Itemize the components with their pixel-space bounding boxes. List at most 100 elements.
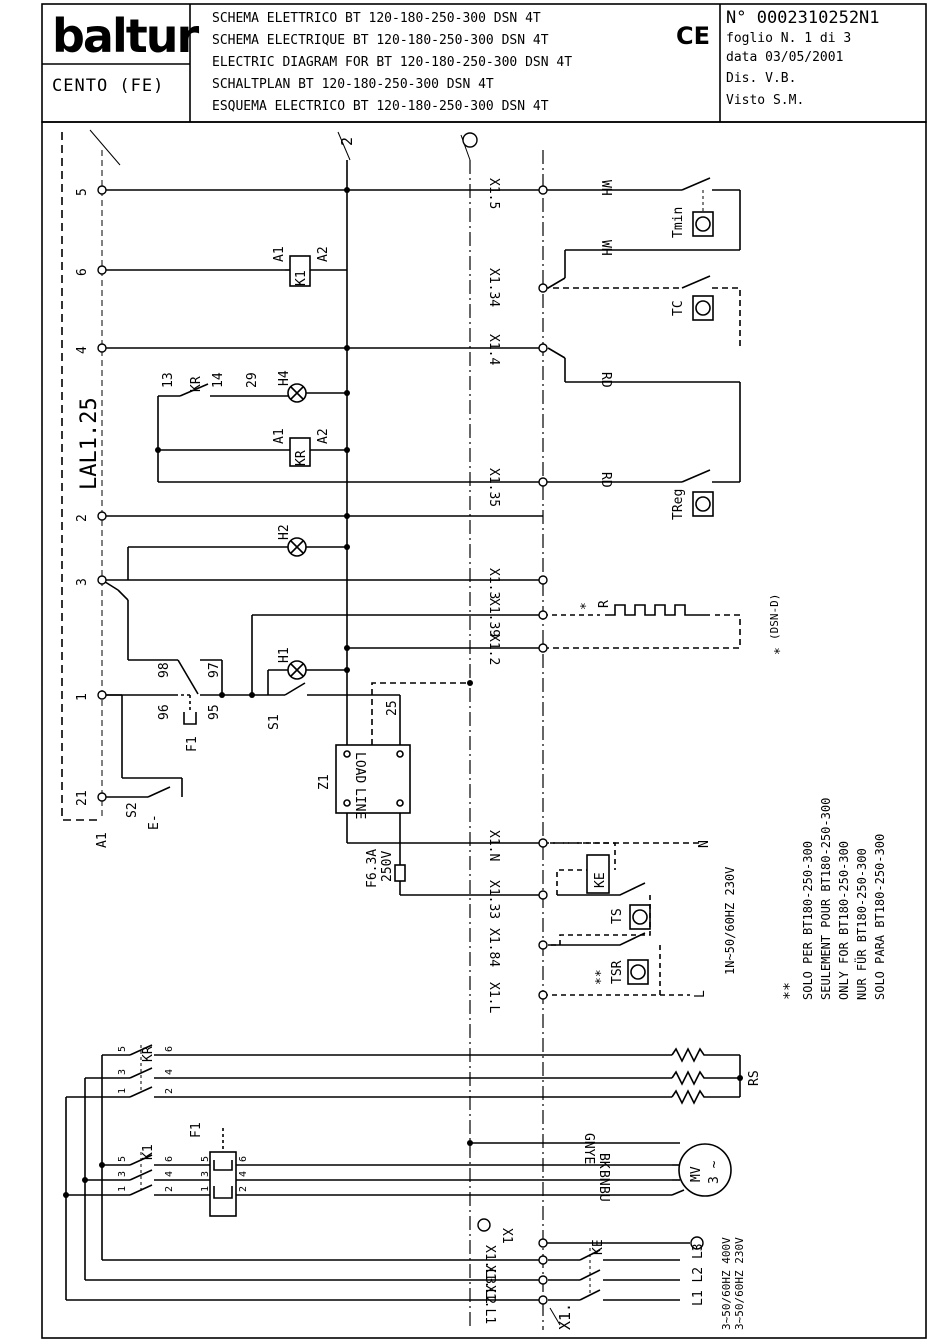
- x1-terminal: [538, 343, 548, 353]
- x1-terminal: [538, 838, 548, 848]
- terminal-x1-4: X1.4: [486, 334, 501, 365]
- kr-contact-label: KR: [189, 376, 204, 392]
- fuse-rating-current: F6.3A: [365, 849, 380, 888]
- supply-single-phase: 1N~50/60HZ 230V: [723, 867, 737, 975]
- wire-rd-1: RD: [598, 372, 613, 388]
- k1-coil: [289, 255, 311, 287]
- box-terminal-21: 21: [75, 790, 90, 806]
- supply-230v: 3~50/60HZ 230V: [733, 1237, 746, 1330]
- pin-95: 95: [207, 704, 222, 720]
- neutral-label: N: [697, 840, 712, 848]
- ts-label: TS: [610, 908, 625, 924]
- sheet-number: foglio N. 1 di 3: [726, 31, 852, 46]
- rs-label: RS: [747, 1070, 762, 1086]
- kr-pin-3: 3: [117, 1069, 128, 1075]
- box-terminal-2: 2: [75, 514, 90, 522]
- f1-pin-2: 2: [238, 1186, 249, 1192]
- terminal-x1-33: X1.33: [486, 880, 501, 919]
- box-terminal: [97, 690, 107, 700]
- mv-motor: [678, 1143, 732, 1197]
- line-label: L: [693, 990, 708, 998]
- terminal-x1-34: X1.34: [486, 268, 501, 307]
- s2-mark: E-: [147, 814, 162, 830]
- terminal-x1-earth: X1: [499, 1228, 514, 1244]
- x1-terminal: [538, 575, 548, 585]
- control-box-ref: A1: [95, 832, 110, 848]
- x1-terminal: [538, 990, 548, 1000]
- h4-label: H4: [277, 370, 292, 386]
- terminal-x1-39: X1.39: [486, 598, 501, 637]
- k1-pin-6: 6: [164, 1156, 175, 1162]
- terminal-x1-35: X1.35: [486, 468, 501, 507]
- kr-pin-1: 1: [117, 1088, 128, 1094]
- kr-coil-a1: A1: [272, 428, 287, 444]
- k1-power-label: K1: [141, 1144, 156, 1160]
- heater-note-star: *: [773, 647, 788, 655]
- tc-label: TC: [671, 300, 686, 316]
- box-terminal-4: 4: [75, 346, 90, 354]
- tc-thermostat: [692, 295, 714, 321]
- bus-2-label: 2: [338, 137, 356, 146]
- terminal-x1-2: X1.2: [486, 634, 501, 665]
- kr-pin-4: 4: [164, 1069, 175, 1075]
- wire-gnye: GNYE: [581, 1133, 596, 1164]
- f1-label: F1: [185, 736, 200, 752]
- wire-bn: BN: [596, 1170, 611, 1186]
- kr-pin-14: 14: [211, 372, 226, 388]
- x1-terminal: [538, 477, 548, 487]
- f1-pin-5: 5: [200, 1156, 211, 1162]
- baltur-logo: baltur: [52, 9, 199, 63]
- heater-label: R: [597, 600, 612, 608]
- title-es: ESQUEMA ELECTRICO BT 120-180-250-300 DSN…: [212, 99, 549, 114]
- x1-terminal: [538, 1255, 548, 1265]
- note-it: SOLO PER BT180-250-300: [801, 841, 815, 1000]
- kr-coil-a2: A2: [316, 428, 331, 444]
- box-terminal: [97, 185, 107, 195]
- wire-wh-1: WH: [598, 180, 613, 196]
- wire-wh-2: WH: [598, 240, 613, 256]
- title-en: ELECTRIC DIAGRAM FOR BT 120-180-250-300 …: [212, 55, 573, 70]
- pin-25: 25: [385, 700, 400, 716]
- k1-coil-label: K1: [294, 270, 309, 286]
- terminal-x1-l: X1.L: [486, 982, 501, 1013]
- pin-96: 96: [157, 704, 172, 720]
- rs-resistor-3: [671, 1089, 740, 1105]
- checked-by: Visto S.M.: [726, 93, 805, 108]
- f1-thermal-relay: [209, 1151, 237, 1217]
- box-terminal: [97, 265, 107, 275]
- k1-coil-a1: A1: [272, 246, 287, 262]
- kr-power-label: KR: [141, 1046, 156, 1062]
- x1-terminal: [538, 610, 548, 620]
- box-terminal-5: 5: [75, 188, 90, 196]
- wire-rd-2: RD: [598, 472, 613, 488]
- x1-terminal: [538, 185, 548, 195]
- k1-pin-3: 3: [117, 1171, 128, 1177]
- x1-terminal: [538, 643, 548, 653]
- f1-pin-4: 4: [238, 1171, 249, 1177]
- drawing-date: data 03/05/2001: [726, 50, 844, 65]
- note-fr: SEULEMENT POUR BT180-250-300: [819, 798, 833, 1000]
- pin-98: 98: [157, 662, 172, 678]
- f1-pin-1: 1: [200, 1186, 211, 1192]
- fuse-6-3a: [394, 864, 406, 882]
- kr-pin-5: 5: [117, 1046, 128, 1052]
- ce-mark: CE: [676, 22, 711, 50]
- kr-coil-label: KR: [294, 450, 309, 466]
- city-label: CENTO (FE): [52, 76, 165, 96]
- box-terminal: [97, 575, 107, 585]
- treg-label: TReg: [671, 489, 686, 520]
- f1-pin-3: 3: [200, 1171, 211, 1177]
- terminal-x1-l3: X1.L3: [482, 1245, 497, 1284]
- treg-thermostat: [692, 491, 714, 517]
- note-en: ONLY FOR BT180-250-300: [837, 841, 851, 1000]
- z1-label: Z1: [317, 774, 332, 790]
- note-es: SOLO PARA BT180-250-300: [873, 834, 887, 1000]
- kr-pin-29: 29: [245, 372, 260, 388]
- tmin-label: Tmin: [671, 207, 686, 238]
- control-box-label: LAL1.25: [77, 397, 102, 490]
- tsr-double-star: **: [594, 969, 609, 985]
- x1-terminal: [538, 283, 548, 293]
- k1-pin-4: 4: [164, 1171, 175, 1177]
- terminal-x1-3: X1.3: [486, 568, 501, 599]
